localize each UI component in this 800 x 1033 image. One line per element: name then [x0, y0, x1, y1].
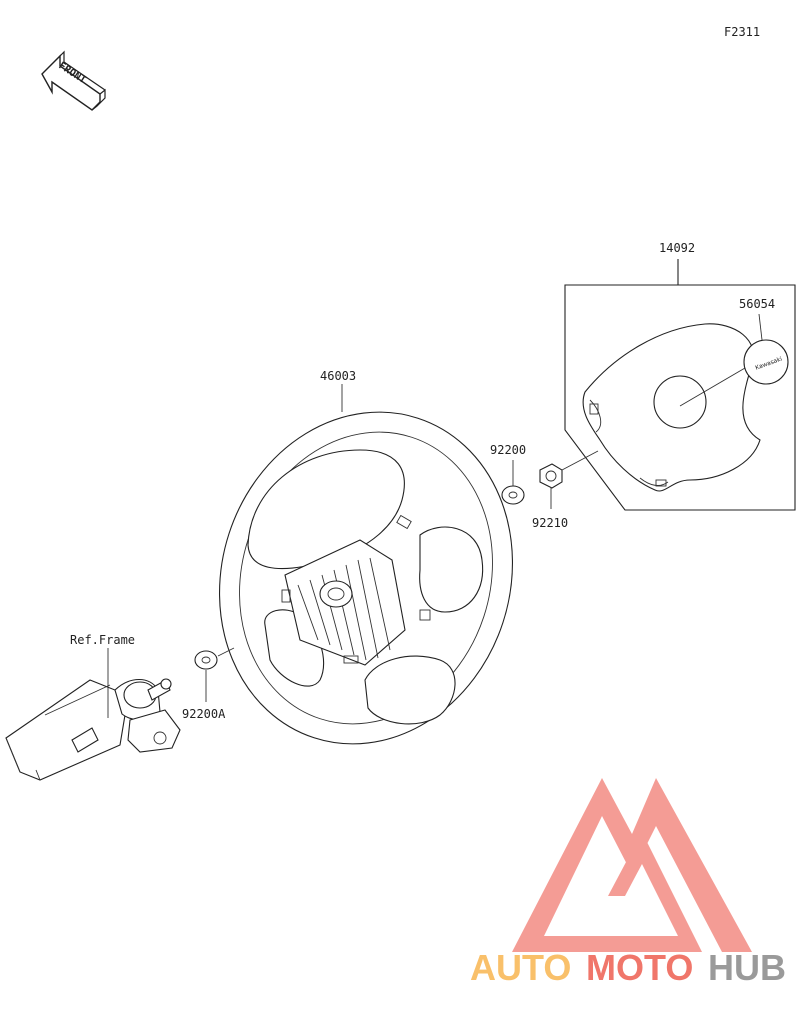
washer-a: [194, 647, 235, 702]
label-92200: 92200: [490, 443, 526, 457]
watermark-hub: HUB: [708, 947, 786, 988]
label-92200A: 92200A: [182, 707, 226, 721]
figure-code: F2311: [724, 25, 760, 39]
steering-wheel: [218, 384, 514, 745]
label-ref-frame: Ref.Frame: [70, 633, 135, 647]
label-14092: 14092: [659, 241, 695, 255]
watermark-auto: AUTO: [470, 947, 571, 988]
automotohub-logo: [512, 778, 752, 952]
steering-column-frame: [5, 648, 181, 781]
horn-pad-cover: [582, 323, 761, 492]
emblem: Kawasaki: [679, 313, 789, 407]
label-92210: 92210: [532, 516, 568, 530]
front-arrow-icon: FRONT: [41, 50, 106, 111]
watermark-moto: MOTO: [586, 947, 693, 988]
nut: [539, 450, 599, 509]
label-56054: 56054: [739, 297, 775, 311]
label-46003: 46003: [320, 369, 356, 383]
automotohub-wordmark: AUTO MOTO HUB: [470, 947, 786, 988]
cover-assembly-frame: [564, 259, 796, 511]
